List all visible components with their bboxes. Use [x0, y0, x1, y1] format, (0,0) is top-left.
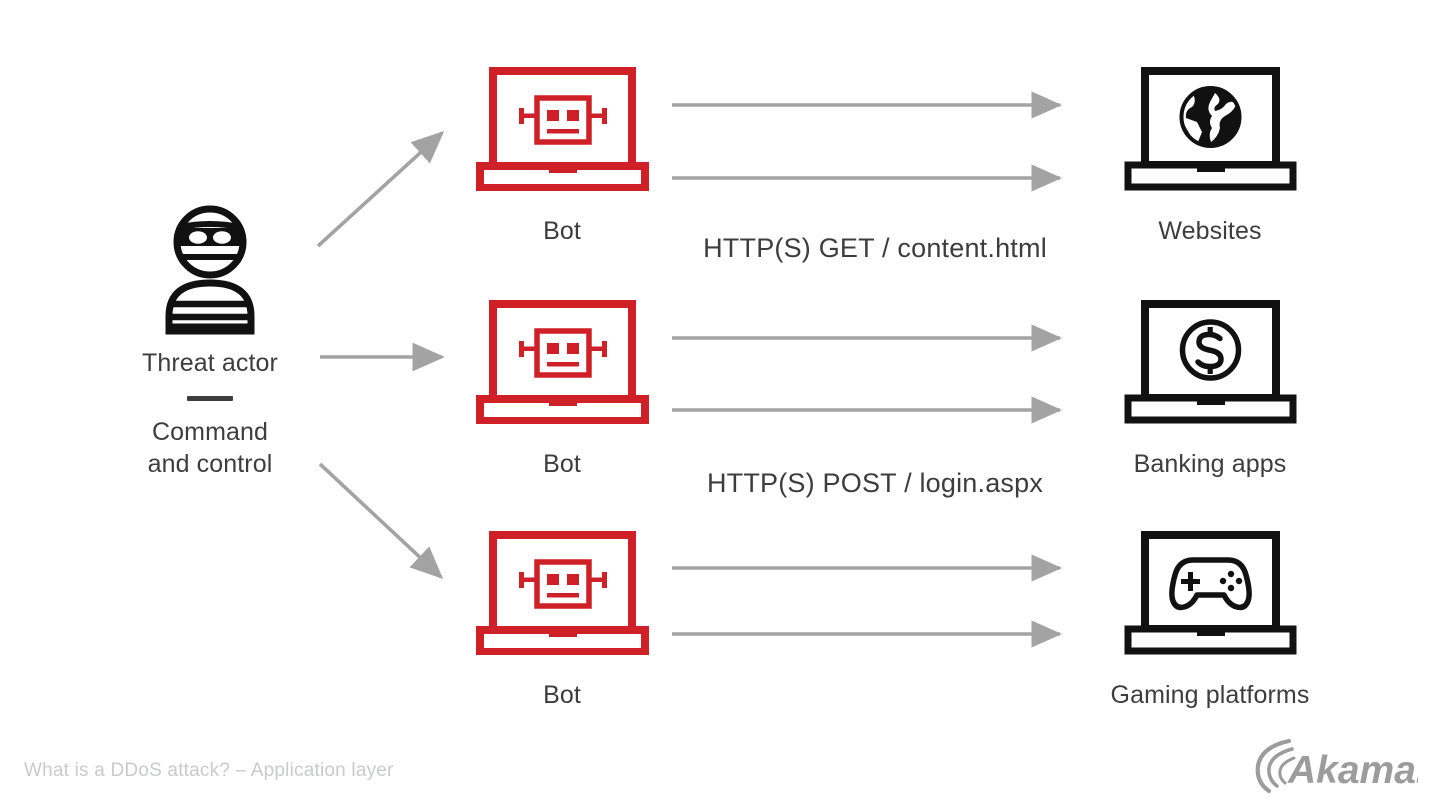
bot-node-1: Bot: [462, 58, 662, 247]
command-control-line-2: and control: [147, 450, 273, 478]
command-control-label: Command and control: [130, 416, 290, 480]
bot-icon-wrap-1: [462, 58, 662, 198]
globe-laptop-icon: [1124, 66, 1296, 190]
target-icon-wrap-2: [1110, 291, 1310, 431]
target-icon-wrap-1: [1110, 58, 1310, 198]
target-icon-wrap-3: [1110, 522, 1310, 662]
arrow-actor-to-bot-3: [318, 462, 444, 579]
arrow-actor-to-bot-1: [316, 131, 445, 248]
target-node-gaming-platforms: Gaming platforms: [1110, 522, 1310, 711]
akamai-swoosh-icon: [1255, 738, 1296, 794]
bot-label-2: Bot: [543, 450, 581, 478]
bot-laptop-icon: [475, 66, 649, 191]
bot-node-3: Bot: [462, 522, 662, 711]
threat-actor-label: Threat actor: [142, 349, 278, 377]
bot-label-3: Bot: [543, 681, 581, 709]
bot-laptop-icon: [475, 299, 649, 424]
threat-actor-node: Threat actor Command and control: [130, 205, 290, 480]
gamepad-laptop-icon: [1124, 530, 1296, 654]
bot-icon-wrap-3: [462, 522, 662, 662]
target-label-websites: Websites: [1158, 217, 1262, 245]
target-label-banking-apps: Banking apps: [1133, 450, 1287, 478]
bot-label-1: Bot: [543, 217, 581, 245]
command-control-line-1: Command: [151, 418, 269, 446]
protocol-label-post: HTTP(S) POST / login.aspx: [706, 468, 1044, 498]
bot-node-2: Bot: [462, 291, 662, 480]
akamai-wordmark: Akamai: [1287, 749, 1418, 792]
label-divider-rule: [187, 396, 233, 401]
target-node-websites: Websites: [1110, 58, 1310, 247]
target-label-gaming-platforms: Gaming platforms: [1110, 681, 1310, 709]
akamai-logo: Akamai: [1248, 735, 1428, 802]
protocol-label-get: HTTP(S) GET / content.html: [703, 233, 1047, 263]
bot-icon-wrap-2: [462, 291, 662, 431]
dollar-laptop-icon: [1124, 299, 1296, 423]
target-node-banking-apps: Banking apps: [1110, 291, 1310, 480]
bot-laptop-icon: [475, 530, 649, 655]
caption-text: What is a DDoS attack? – Application lay…: [24, 760, 394, 781]
thief-icon: [165, 205, 255, 335]
